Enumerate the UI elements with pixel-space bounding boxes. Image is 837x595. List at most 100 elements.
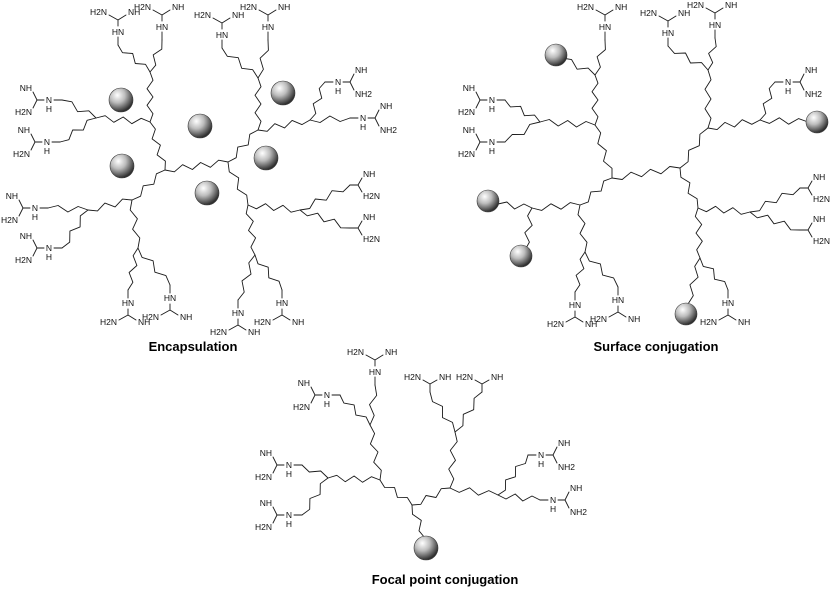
guanidine-amine-label: H2N: [687, 0, 704, 10]
guanidine-bond: [228, 318, 247, 331]
guanidine-nh-label: HN: [369, 367, 381, 377]
branch-chain: [679, 167, 699, 209]
guanidine-bond: [32, 239, 45, 257]
guanidine-nh-label: HN: [262, 22, 274, 32]
guanidine-imine-label: NH: [615, 2, 627, 12]
guanidine-amine-label: H2N: [13, 149, 30, 159]
guanidine-bond: [258, 9, 277, 22]
guanidine-imine-label: NH: [6, 191, 18, 201]
guanidine-h-label: H: [324, 399, 330, 409]
guanidine-n-label: N: [44, 137, 50, 147]
guanidine-nh-label: HN: [216, 30, 228, 40]
guanidine-nh-label: HN: [709, 20, 721, 30]
branch-chain: [577, 204, 588, 253]
branch-chain: [127, 247, 139, 291]
guanidine-amine-label: H2N: [577, 2, 594, 12]
focal-cargo: [413, 535, 439, 561]
guanidine-bond: [658, 15, 677, 28]
guanidine-nh-label: HN: [112, 27, 124, 37]
guanidine-bond: [272, 456, 285, 474]
guanidine-h-label: H: [489, 146, 495, 156]
amidine-amine-label: H2N: [813, 236, 830, 246]
branch-chain: [301, 464, 329, 479]
guanidine-bond: [545, 446, 558, 464]
focal-bonds: [272, 354, 570, 539]
guanidine-imine-label: NH: [260, 448, 272, 458]
amidine-imine-label: NH: [363, 212, 375, 222]
branch-chain: [539, 119, 596, 128]
branch-chain: [61, 209, 89, 249]
branch-chain: [237, 254, 256, 301]
sphere-icon: [476, 189, 500, 213]
guanidine-imine-label: NH: [278, 2, 290, 12]
guanidine-nh-label: HN: [276, 298, 288, 308]
guanidine-h-label: H: [785, 86, 791, 96]
branch-chain: [137, 247, 171, 286]
branch-chain: [449, 487, 499, 496]
branch-chain: [299, 184, 351, 211]
guanidine-amine-label: H2N: [293, 402, 310, 412]
branch-chain: [257, 39, 269, 79]
branch-chain: [504, 121, 541, 143]
branch-chain: [497, 454, 529, 496]
guanidine-amine-label: H2N: [458, 107, 475, 117]
guanidine-h-label: H: [286, 519, 292, 529]
guanidine-n-label: N: [46, 243, 52, 253]
guanidine-amine-label: H2N: [15, 255, 32, 265]
branch-chain: [301, 477, 329, 516]
branch-chain: [131, 169, 166, 201]
guanidine-nh-label: HN: [232, 308, 244, 318]
guanidine-n-label: N: [286, 510, 292, 520]
branch-chain: [95, 115, 151, 125]
branch-chain: [247, 203, 301, 213]
branch-chain: [497, 201, 533, 210]
focal-linker: [411, 504, 426, 539]
amidine-bond: [349, 220, 363, 236]
guanidine-imine-label: NH: [260, 498, 272, 508]
amidine-bond: [799, 180, 813, 196]
guanidine-amine-label: H2N: [255, 472, 272, 482]
branch-chain: [531, 202, 581, 211]
guanidine-amine-label: H2N: [1, 215, 18, 225]
amidine-imine-label: NH: [813, 172, 825, 182]
guanidine-bond: [212, 17, 231, 30]
branch-chain: [584, 251, 619, 288]
caption-surface-conjugation: Surface conjugation: [594, 339, 719, 354]
guanidine-imine-label: NH: [355, 65, 367, 75]
branch-chain: [749, 187, 801, 213]
guanidine-imine-label: NH: [725, 0, 737, 10]
guanidine-amine-label: H2N: [700, 317, 717, 327]
guanidine-amine-label: H2N: [255, 522, 272, 532]
branch-chain: [591, 74, 599, 126]
guanidine-amine-label: NH2: [570, 507, 587, 517]
guanidine-bond: [557, 491, 570, 509]
branch-chain: [679, 127, 709, 169]
branch-chain: [574, 251, 586, 293]
branch-chain: [707, 119, 761, 131]
guanidine-imine-label: NH: [180, 312, 192, 322]
amidine-amine-label: H2N: [456, 372, 473, 382]
amidine-bond: [799, 222, 813, 238]
guanidine-imine-label: NH: [380, 101, 392, 111]
guanidine-imine-label: NH: [558, 438, 570, 448]
guanidine-bond: [118, 308, 137, 321]
guanidine-n-label: N: [46, 95, 52, 105]
branch-chain: [699, 257, 729, 291]
branch-chain: [369, 424, 382, 481]
amidine-amine-label: H2N: [813, 194, 830, 204]
guanidine-imine-label: NH: [18, 125, 30, 135]
sphere-icon: [509, 244, 533, 268]
amidine-amine-label: H2N: [363, 234, 380, 244]
guanidine-bond: [595, 9, 614, 22]
branch-chain: [707, 37, 717, 71]
sphere-icon: [187, 113, 213, 139]
guanidine-h-label: H: [489, 104, 495, 114]
amidine-imine-label: NH: [813, 214, 825, 224]
guanidine-bond: [272, 506, 285, 524]
surface-cargo: [476, 43, 829, 326]
